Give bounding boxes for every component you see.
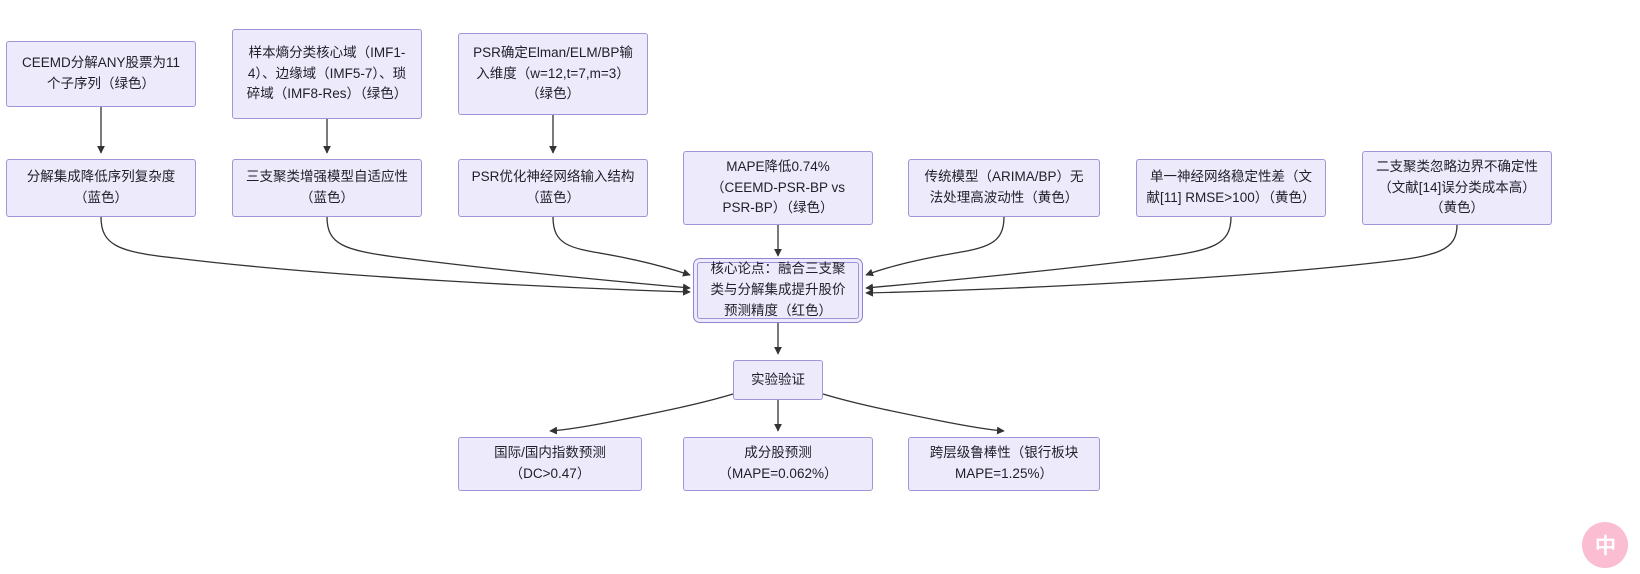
node-n7[interactable]: MAPE降低0.74%（CEEMD-PSR-BP vs PSR-BP）（绿色） <box>683 151 873 225</box>
node-n10[interactable]: 二支聚类忽略边界不确定性（文献[14]误分类成本高）（黄色） <box>1362 151 1552 225</box>
node-n2[interactable]: 样本熵分类核心域（IMF1-4）、边缘域（IMF5-7）、琐碎域（IMF8-Re… <box>232 29 422 119</box>
node-label: 二支聚类忽略边界不确定性（文献[14]误分类成本高）（黄色） <box>1376 158 1538 216</box>
edge-n11-n14 <box>822 393 1005 435</box>
node-label: PSR确定Elman/ELM/BP输入维度（w=12,t=7,m=3）（绿色） <box>473 44 633 102</box>
edge-n11-n12 <box>549 393 734 435</box>
node-label: CEEMD分解ANY股票为11个子序列（绿色） <box>21 55 181 91</box>
edge-n6-core <box>552 216 691 277</box>
node-n12[interactable]: 国际/国内指数预测（DC>0.47） <box>458 437 642 491</box>
node-n1[interactable]: CEEMD分解ANY股票为11个子序列（绿色） <box>6 41 196 107</box>
node-n4[interactable]: 分解集成降低序列复杂度（蓝色） <box>6 159 196 217</box>
node-n6[interactable]: PSR优化神经网络输入结构（蓝色） <box>458 159 648 217</box>
node-label: PSR优化神经网络输入结构（蓝色） <box>471 169 635 205</box>
node-label: 实验验证 <box>751 371 805 387</box>
watermark-text: 中 <box>1595 535 1616 558</box>
node-label: 三支聚类增强模型自适应性（蓝色） <box>246 169 408 205</box>
node-label: 单一神经网络稳定性差（文献[11] RMSE>100）（黄色） <box>1146 169 1316 205</box>
edge-n10-core <box>865 224 1458 297</box>
node-n3[interactable]: PSR确定Elman/ELM/BP输入维度（w=12,t=7,m=3）（绿色） <box>458 33 648 115</box>
node-label: 样本熵分类核心域（IMF1-4）、边缘域（IMF5-7）、琐碎域（IMF8-Re… <box>246 44 408 102</box>
node-label: 传统模型（ARIMA/BP）无法处理高波动性（黄色） <box>924 169 1084 205</box>
node-n9[interactable]: 单一神经网络稳定性差（文献[11] RMSE>100）（黄色） <box>1136 159 1326 217</box>
edge-n8-core <box>865 216 1005 277</box>
node-label: 跨层级鲁棒性（银行板块MAPE=1.25%） <box>929 445 1079 481</box>
node-label: 成分股预测（MAPE=0.062%） <box>718 445 838 481</box>
node-n14[interactable]: 跨层级鲁棒性（银行板块MAPE=1.25%） <box>908 437 1100 491</box>
node-label: 分解集成降低序列复杂度（蓝色） <box>26 169 176 205</box>
node-n11[interactable]: 实验验证 <box>733 360 823 400</box>
node-label: 国际/国内指数预测（DC>0.47） <box>494 445 606 481</box>
node-label: 核心论点：融合三支聚类与分解集成提升股价预测精度（红色） <box>710 261 846 318</box>
node-core[interactable]: 核心论点：融合三支聚类与分解集成提升股价预测精度（红色） <box>697 261 859 319</box>
edge-n5-core <box>326 216 691 292</box>
node-n5[interactable]: 三支聚类增强模型自适应性（蓝色） <box>232 159 422 217</box>
edge-n4-core <box>100 216 691 296</box>
node-n8[interactable]: 传统模型（ARIMA/BP）无法处理高波动性（黄色） <box>908 159 1100 217</box>
edge-n9-core <box>865 216 1232 292</box>
watermark-badge: 中 <box>1582 522 1628 568</box>
node-label: MAPE降低0.74%（CEEMD-PSR-BP vs PSR-BP）（绿色） <box>710 158 846 216</box>
node-n13[interactable]: 成分股预测（MAPE=0.062%） <box>683 437 873 491</box>
